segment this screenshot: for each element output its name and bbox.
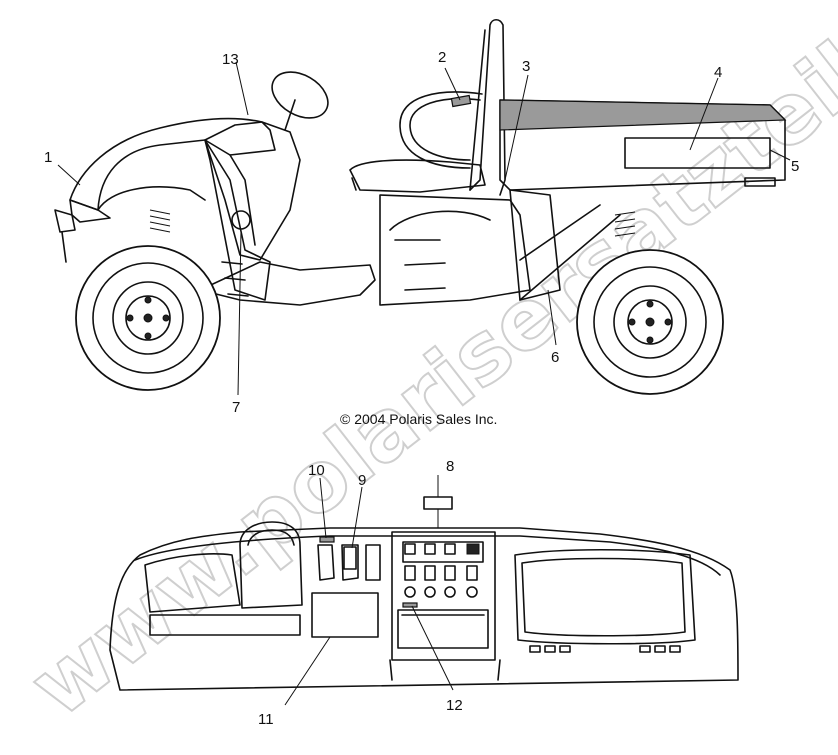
rear-wheel — [576, 249, 724, 395]
callout-4: 4 — [714, 64, 722, 81]
callout-8: 8 — [446, 458, 454, 475]
callout-12: 12 — [446, 697, 463, 714]
callout-7: 7 — [232, 399, 240, 416]
steering-wheel-icon — [271, 71, 329, 131]
callout-1: 1 — [44, 149, 52, 166]
front-spring-icon — [149, 209, 171, 233]
callout-5: 5 — [791, 158, 799, 175]
dashboard-view — [109, 496, 739, 691]
callout-3: 3 — [522, 58, 530, 75]
callout-2: 2 — [438, 49, 446, 66]
callout-11: 11 — [258, 711, 274, 728]
rear-spring-icon — [614, 211, 636, 237]
leader-lines-dash — [284, 475, 454, 706]
front-wheel — [75, 245, 221, 391]
copyright-text: © 2004 Polaris Sales Inc. — [340, 411, 497, 427]
callout-6: 6 — [551, 349, 559, 366]
vehicle-side-view — [54, 18, 787, 395]
callout-10: 10 — [308, 462, 325, 479]
callout-9: 9 — [358, 472, 366, 489]
leader-lines-side — [57, 61, 791, 396]
callout-13: 13 — [222, 51, 239, 68]
